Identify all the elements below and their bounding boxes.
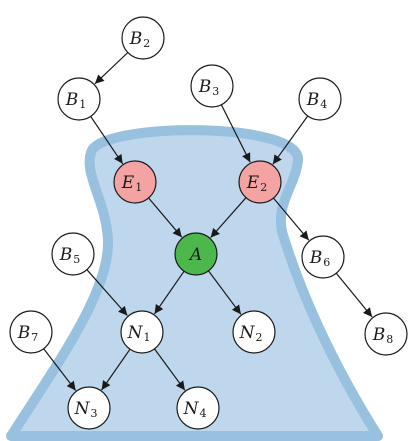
node-circle	[67, 386, 111, 430]
node-circle	[121, 16, 165, 60]
node-label: B2	[129, 29, 151, 51]
edge-b3-to-e2	[220, 104, 251, 163]
node-b6: B6	[301, 235, 345, 279]
node-label: B5	[59, 245, 81, 267]
node-label: B3	[198, 77, 220, 99]
node-label: N1	[127, 323, 151, 345]
edge-e2-to-b6	[273, 197, 310, 241]
node-circle	[120, 310, 164, 354]
node-n2: N2	[232, 310, 276, 354]
node-circle	[190, 64, 234, 108]
node-label: B1	[65, 90, 87, 112]
node-label: N4	[183, 399, 207, 421]
node-b1: B1	[57, 77, 101, 121]
edge-b2-to-b1	[94, 52, 129, 85]
node-circle	[9, 310, 53, 354]
node-circle	[238, 160, 282, 204]
edge-a-to-n1	[154, 270, 185, 315]
node-label: N2	[239, 323, 263, 345]
edge-b4-to-e2	[272, 115, 309, 165]
edge-n1-to-n3	[101, 348, 131, 391]
node-label: E2	[246, 173, 267, 195]
node-b4: B4	[298, 77, 342, 121]
edge-b1-to-e1	[90, 116, 124, 165]
node-n4: N4	[176, 386, 220, 430]
highlighted-region	[6, 125, 383, 441]
node-label: B4	[306, 90, 328, 112]
node-circle	[298, 77, 342, 121]
node-circle	[232, 310, 276, 354]
edge-b7-to-n3	[43, 348, 77, 391]
edges	[43, 52, 373, 391]
edge-e2-to-a	[210, 197, 247, 238]
node-b3: B3	[190, 64, 234, 108]
node-circle	[364, 312, 408, 356]
edge-e1-to-a	[148, 197, 183, 238]
edge-a-to-n2	[208, 270, 242, 315]
node-circle	[57, 77, 101, 121]
node-label: A	[188, 245, 202, 265]
node-circle	[113, 160, 157, 204]
node-circle	[51, 232, 95, 276]
node-a: A	[174, 232, 218, 276]
node-circle	[301, 235, 345, 279]
node-b8: B8	[364, 312, 408, 356]
node-label: B7	[17, 323, 39, 345]
node-circle	[174, 232, 218, 276]
node-label: B6	[309, 248, 331, 270]
edge-n1-to-n4	[154, 348, 186, 391]
edge-b6-to-b8	[335, 272, 373, 318]
node-label: N3	[74, 399, 98, 421]
node-b2: B2	[121, 16, 165, 60]
edge-b5-to-n1	[86, 269, 128, 316]
node-n3: N3	[67, 386, 111, 430]
node-label: E1	[121, 173, 142, 195]
node-e2: E2	[238, 160, 282, 204]
node-label: B8	[372, 325, 394, 347]
node-b5: B5	[51, 232, 95, 276]
node-b7: B7	[9, 310, 53, 354]
node-n1: N1	[120, 310, 164, 354]
node-circle	[176, 386, 220, 430]
node-e1: E1	[113, 160, 157, 204]
